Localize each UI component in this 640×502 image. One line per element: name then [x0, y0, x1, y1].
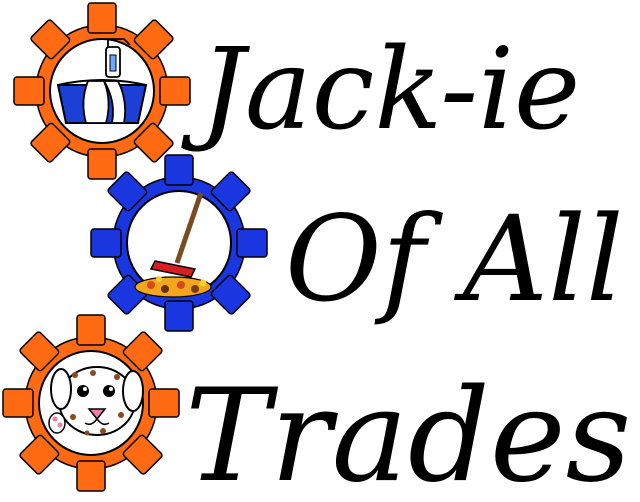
gear-bottom-pets	[2, 314, 180, 492]
gear-top-cleaning	[13, 2, 191, 180]
dalmatian-dog-icon	[48, 366, 144, 436]
logo-line-2: Of All	[285, 190, 624, 328]
logo-line-3: Trades	[185, 362, 631, 502]
gear-middle-yard	[90, 154, 268, 332]
cleaning-bucket-icon	[56, 38, 148, 124]
logo-line-1: Jack-ie	[181, 25, 580, 155]
rake-leaves-icon	[134, 192, 212, 298]
